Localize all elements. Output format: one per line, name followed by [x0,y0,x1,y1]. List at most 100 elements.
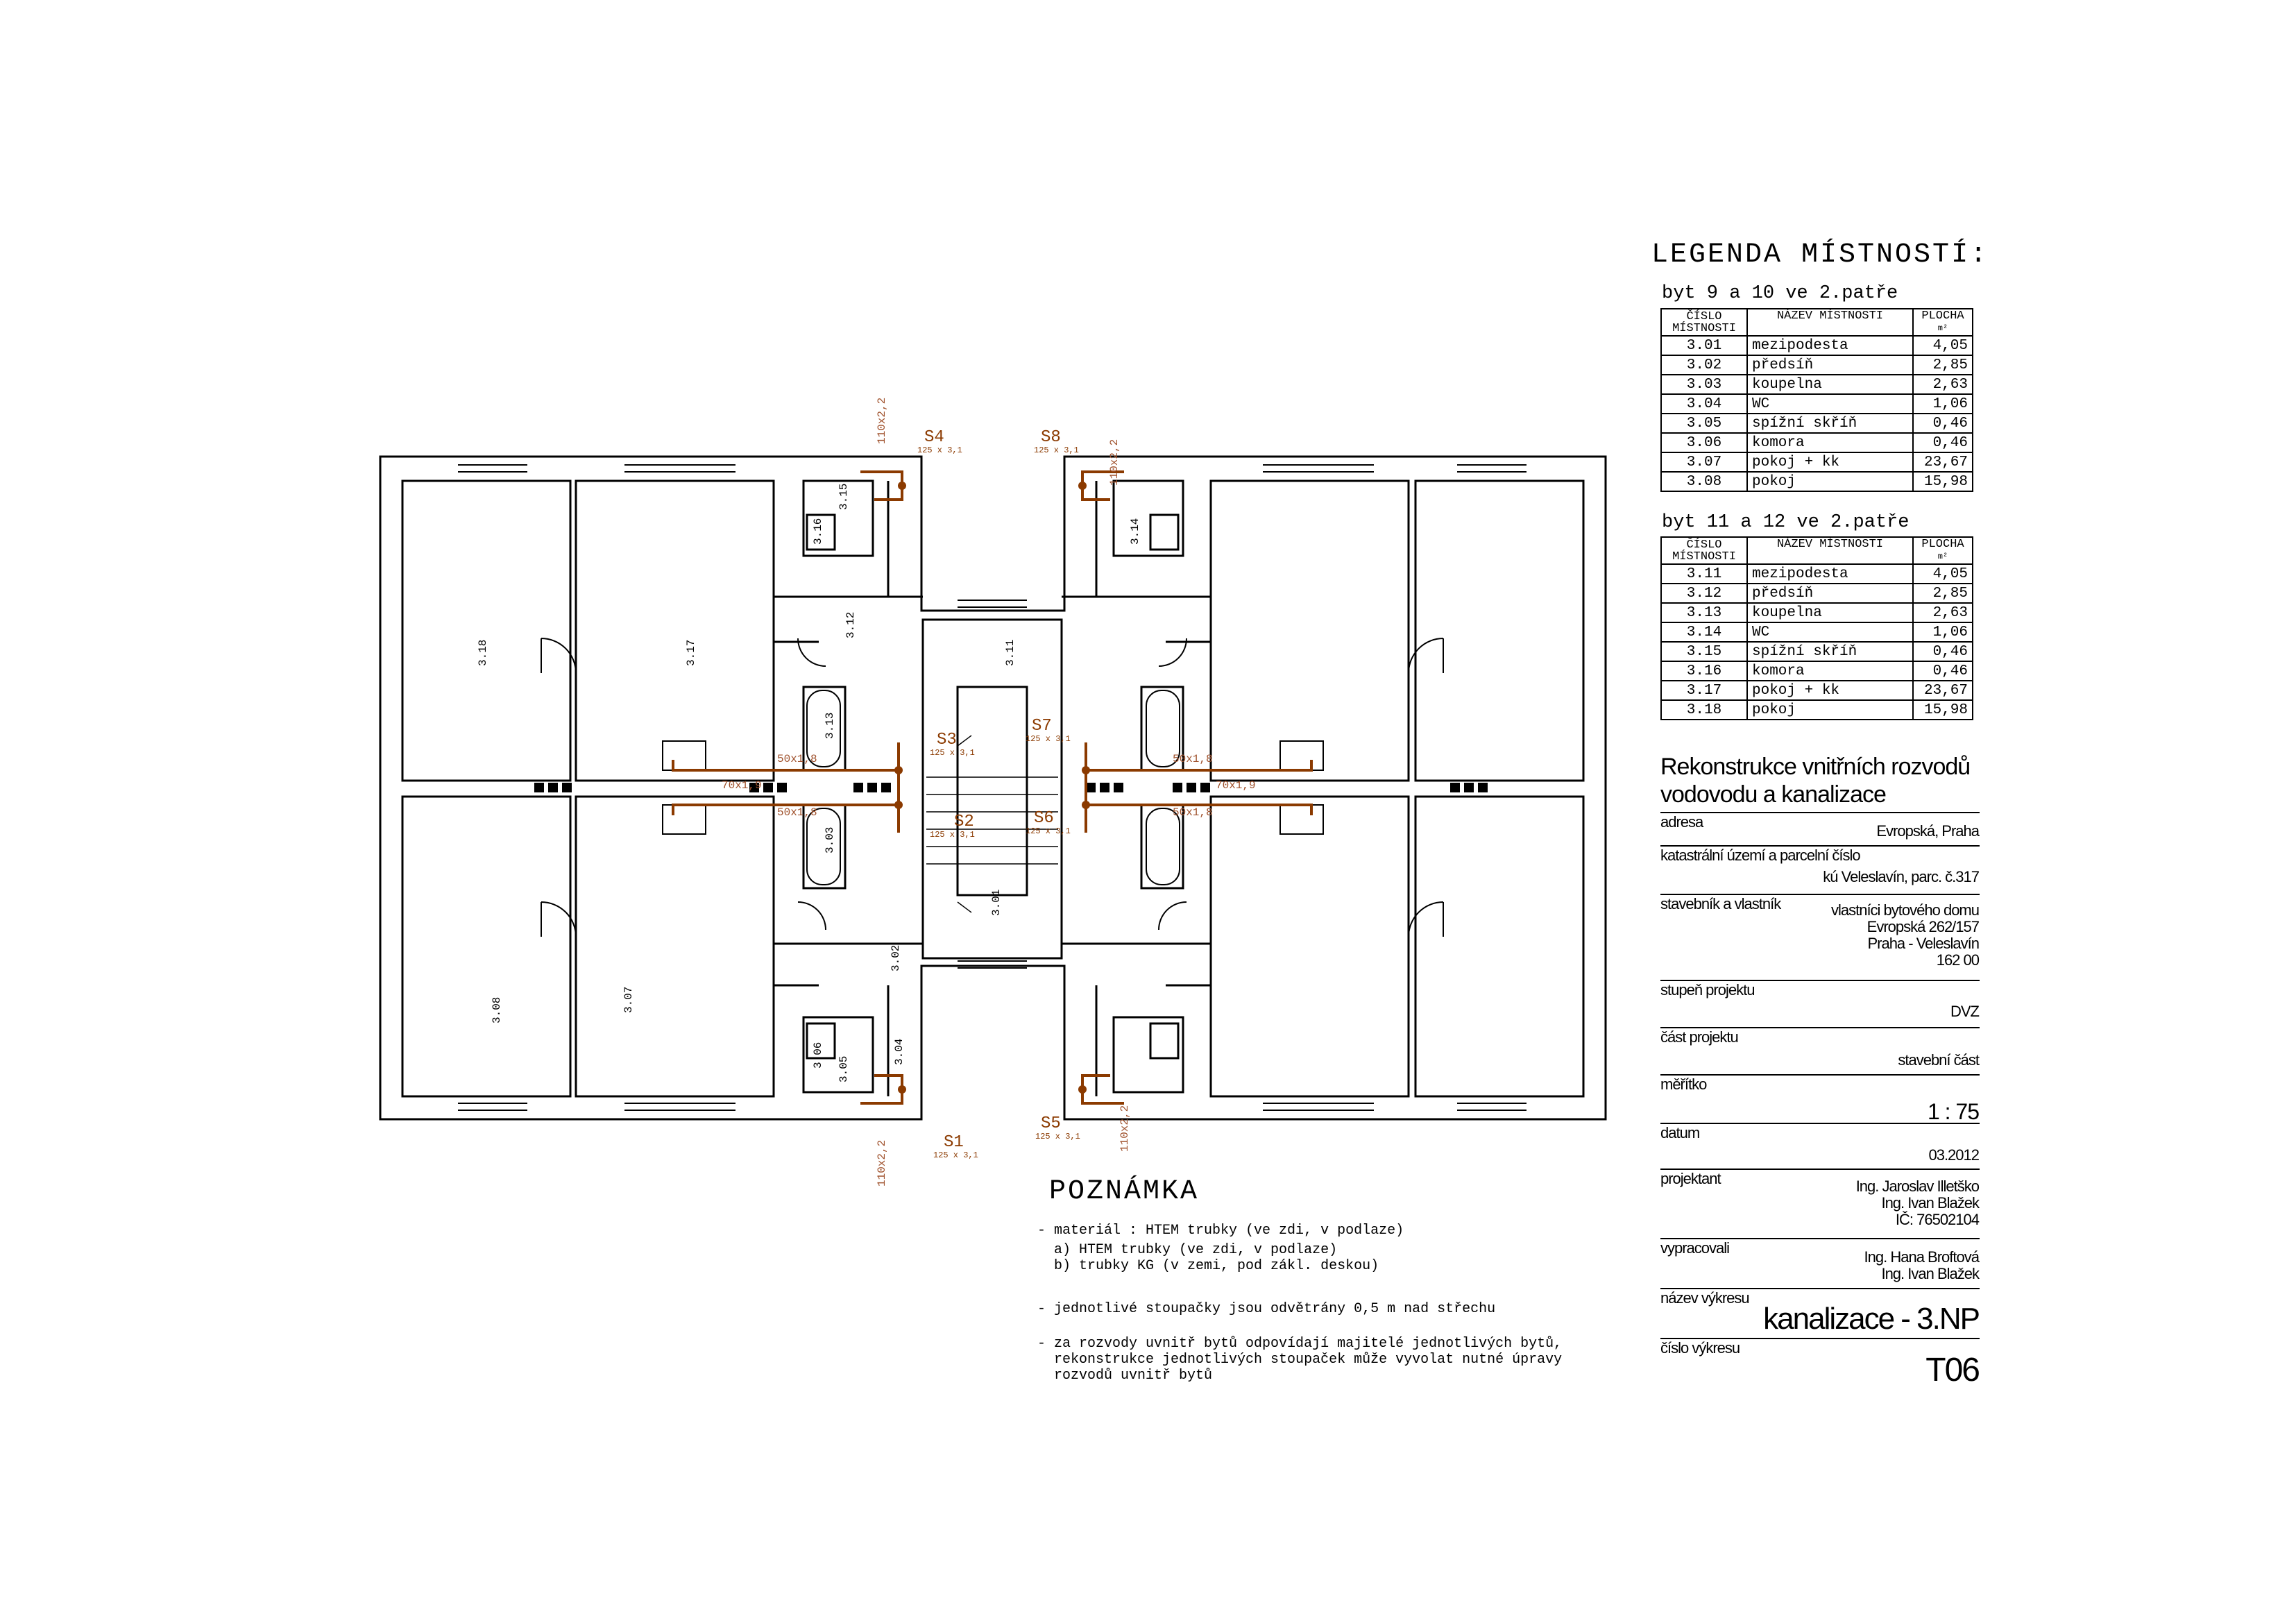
room-label: 3.15 [837,484,850,510]
room-label: 3.03 [824,827,836,853]
note-line: - materiál : HTEM trubky (ve zdi, v podl… [1037,1223,1404,1239]
room-3-07-r [1209,795,1410,1098]
room-name: pokoj [1746,471,1914,492]
cislo-label: číslo výkresu [1660,1339,1740,1357]
stack-id: S4 [924,428,944,447]
room-num: 3.16 [1660,661,1748,681]
room-num: 3.15 [1660,641,1748,662]
cast-value: stavební část [1898,1051,1980,1069]
adresa-label: adresa [1660,813,1703,831]
room-name: mezipodesta [1746,335,1914,356]
note-line: rekonstrukce jednotlivých stoupaček může… [1037,1352,1563,1368]
room-name: koupelna [1746,602,1914,623]
stack-id: S2 [954,813,974,831]
room-label: 3.05 [837,1056,850,1082]
room-label: 3.13 [824,713,836,739]
room-3-18 [401,479,572,782]
room-label: 3.12 [844,612,857,638]
note-line: b) trubky KG (v zemi, pod zákl. deskou) [1037,1258,1379,1274]
col-name: NÁZEV MÍSTNOSTI [1746,536,1914,565]
col-number: ČÍSLO MÍSTNOSTI [1660,308,1748,337]
room-area: 1,06 [1912,393,1973,414]
room-name: pokoj [1746,699,1914,720]
room-area: 4,05 [1912,335,1973,356]
stair-core [921,618,1063,960]
stack-spec: 125 x 3,1 [917,445,962,455]
room-name: předsíň [1746,355,1914,375]
pipe-size: 50x1,8 [1173,806,1213,819]
drawing-title: kanalizace - 3.NP [1763,1302,1980,1336]
adresa-value: Evropská, Praha [1876,822,1980,840]
pipe-size: 50x1,8 [777,753,817,765]
room-area: 23,67 [1912,452,1973,473]
pipe-size: 110x2,2 [876,1140,888,1187]
room-name: spížní skříň [1746,413,1914,434]
stair-steps [926,776,1058,865]
legend-group-title: byt 11 a 12 ve 2.patře [1662,512,1910,533]
room-area: 0,46 [1912,641,1973,662]
room-name: pokoj + kk [1746,680,1914,701]
room-3-08 [401,795,572,1098]
stavebnik-value: vlastníci bytového domu Evropská 262/157… [1830,901,1980,969]
room-name: pokoj + kk [1746,452,1914,473]
room-label: 3.11 [1004,640,1017,666]
stack-spec: 125 x 3,1 [1026,734,1071,744]
cast-label: část projektu [1660,1028,1739,1046]
room-label: 3.04 [893,1039,905,1065]
vypracovali-value: Ing. Hana Broftová Ing. Ivan Blažek [1864,1248,1980,1282]
stack-spec: 125 x 3,1 [1034,445,1079,455]
pipe-size: 50x1,8 [777,806,817,819]
pipe-size: 50x1,8 [1173,753,1213,765]
datum-value: 03.2012 [1928,1146,1980,1164]
stavebnik-label: stavebník a vlastník [1660,895,1781,912]
room-label: 3.06 [812,1042,824,1069]
room-3-08-r [1414,795,1585,1098]
room-label: 3.16 [812,518,824,545]
bathtubs [806,690,1180,885]
meritko-value: 1 : 75 [1927,1099,1980,1124]
meritko-label: měřítko [1660,1076,1707,1093]
room-area: 23,67 [1912,680,1973,701]
doors [541,638,1444,937]
room-area: 2,63 [1912,374,1973,395]
pipe-size: 70x1,9 [1216,779,1256,792]
room-num: 3.18 [1660,699,1748,720]
room-3-18-r [1414,479,1585,782]
room-area: 0,46 [1912,432,1973,453]
room-num: 3.03 [1660,374,1748,395]
pipe-size: 110x2,2 [876,398,888,444]
note-line: a) HTEM trubky (ve zdi, v podlaze) [1037,1242,1338,1258]
room-3-17-r [1209,479,1410,782]
stack-id: S5 [1041,1114,1061,1133]
room-label: 3.07 [622,987,635,1013]
stack-id: S7 [1032,717,1052,736]
katastr-label: katastrální území a parcelní číslo [1660,847,1861,864]
stack-spec: 125 x 3,1 [930,748,975,758]
stack-id: S6 [1034,809,1054,828]
room-num: 3.02 [1660,355,1748,375]
stack-id: S1 [944,1133,964,1152]
vypracovali-label: vypracovali [1660,1239,1730,1257]
room-area: 2,85 [1912,583,1973,604]
room-area: 15,98 [1912,699,1973,720]
datum-label: datum [1660,1124,1700,1141]
project-title: Rekonstrukce vnitřních rozvodů vodovodu … [1660,754,1971,808]
stack-id: S3 [937,731,957,749]
room-area: 4,05 [1912,563,1973,584]
room-labels: 3.18 3.17 3.16 3.15 3.14 3.13 3.12 3.11 … [477,484,1141,1082]
stack-nodes [894,482,1090,1094]
room-num: 3.11 [1660,563,1748,584]
note-title: POZNÁMKA [1049,1176,1200,1207]
projektant-label: projektant [1660,1170,1721,1187]
